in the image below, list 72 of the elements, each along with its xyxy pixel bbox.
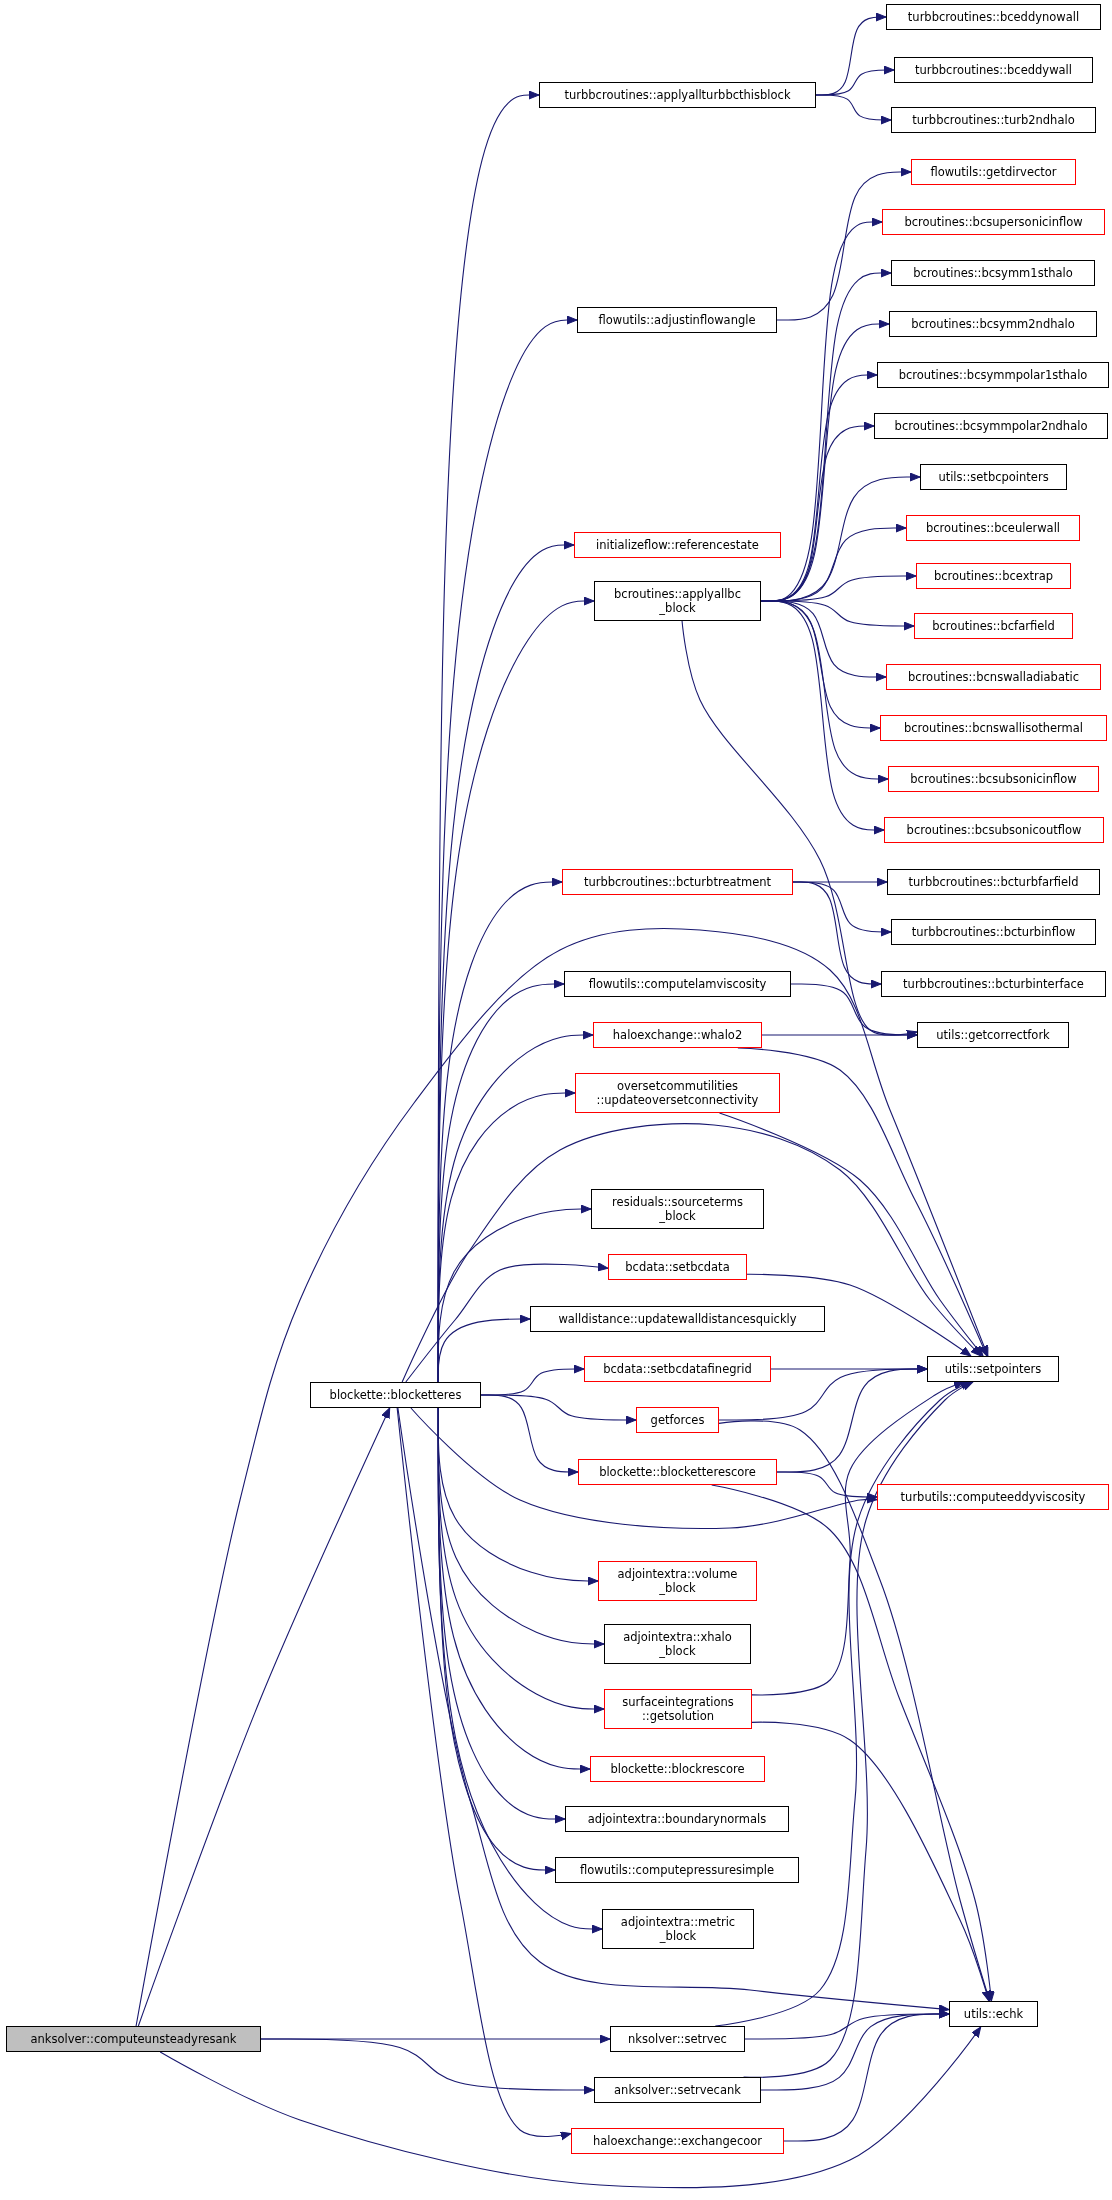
call-arrow [135,927,989,2027]
function-node: blockette::blocketteres [310,1382,481,1408]
function-node: flowutils::computelamviscosity [564,971,791,997]
function-node: turbutils::computeeddyviscosity [877,1484,1109,1510]
function-node: utils::setbcpointers [920,464,1067,490]
function-node: turbbcroutines::bcturbinterface [881,971,1106,997]
function-node: utils::setpointers [927,1356,1059,1382]
function-node: bcroutines::bcsymm1sthalo [891,260,1095,286]
function-node: haloexchange::exchangecoor [571,2128,784,2154]
function-node: nksolver::setrvec [610,2026,745,2052]
call-arrow [260,2038,595,2095]
call-arrow [437,1314,531,1383]
function-node: surfaceintegrations ::getsolution [604,1689,752,1729]
function-node: oversetcommutilities ::updateoversetconnectivity [575,1073,780,1113]
function-node: utils::echk [949,2001,1038,2027]
call-arrow [159,2026,982,2189]
call-arrow [718,1112,984,1357]
function-node: bcroutines::bcsymmpolar1sthalo [877,362,1109,388]
function-node: bcroutines::bcnswalladiabatic [886,664,1101,690]
function-node: turbbcroutines::turb2ndhalo [891,107,1096,133]
call-arrow [480,1394,579,1477]
function-node: turbbcroutines::bceddynowall [886,4,1101,30]
function-node: haloexchange::whalo2 [593,1022,762,1048]
function-node: bcroutines::bcsymm2ndhalo [889,311,1097,337]
call-arrow [815,94,892,125]
call-arrow [137,1407,391,2027]
function-node: residuals::sourceterms _block [591,1189,764,1229]
call-arrow [760,600,885,835]
function-node: adjointextra::xhalo _block [604,1624,751,1664]
call-arrow [751,1721,991,2002]
function-node: turbbcroutines::bcturbtreatment [562,869,793,895]
function-node: turbbcroutines::bcturbinflow [891,919,1096,945]
function-node: adjointextra::boundarynormals [565,1806,789,1832]
call-arrow [397,1407,950,2014]
function-node: bcroutines::bcsubsonicoutflow [884,817,1104,843]
function-node: flowutils::computepressuresimple [555,1857,799,1883]
function-node: turbbcroutines::bcturbfarfield [887,869,1100,895]
call-arrow [761,1030,918,1040]
call-arrow [405,1262,609,1383]
function-node: bcroutines::bcsubsonicinflow [888,766,1099,792]
call-arrow [410,1407,878,1530]
function-node: flowutils::adjustinflowangle [577,307,777,333]
function-node: initializeflow::referencestate [574,532,781,558]
call-arrow [396,1407,572,2141]
function-node: bcroutines::bcnswallisothermal [880,715,1107,741]
function-node: bcdata::setbcdatafinegrid [584,1356,771,1382]
function-node: adjointextra::volume _block [598,1561,757,1601]
function-node: walldistance::updatewalldistancesquickly [530,1306,825,1332]
call-arrow [776,167,912,321]
function-node: flowutils::getdirvector [911,159,1076,185]
function-node: turbbcroutines::bceddywall [894,57,1093,83]
function-node: bcroutines::bcsymmpolar2ndhalo [874,413,1108,439]
function-node: adjointextra::metric _block [602,1909,754,1949]
function-node: bcroutines::bcextrap [916,563,1071,589]
call-arrow [437,1407,603,1934]
function-node: utils::getcorrectfork [917,1022,1069,1048]
function-node: turbbcroutines::applyallturbbcthisblock [539,82,816,108]
call-arrow [401,1123,982,1383]
function-node: blockette::blocketterescore [578,1459,777,1485]
function-node: bcroutines::bceulerwall [906,515,1080,541]
function-node: bcroutines::applyallbc _block [594,581,761,621]
function-node: anksolver::setrvecank [594,2077,761,2103]
call-arrow [746,1273,972,1357]
function-node: bcroutines::bcsupersonicinflow [882,209,1105,235]
function-node: bcroutines::bcfarfield [914,613,1073,639]
function-node: anksolver::computeunsteadyresank [6,2026,261,2052]
call-arrow [783,2009,950,2142]
call-arrow [776,1471,878,1502]
call-arrow [792,881,882,989]
function-node: blockette::blockrescore [590,1756,765,1782]
function-node: bcdata::setbcdata [608,1254,747,1280]
function-node: getforces [636,1407,719,1433]
